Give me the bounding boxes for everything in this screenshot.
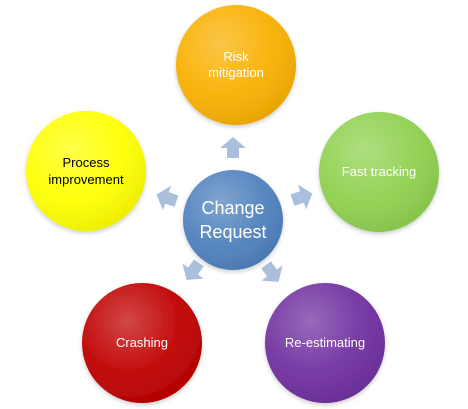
label-process-improvement-line1: Process (63, 155, 110, 170)
node-process-improvement: Process improvement (26, 111, 146, 231)
label-risk-mitigation-line1: Risk (223, 49, 249, 64)
arrow-to-fast-tracking (290, 184, 313, 210)
label-re-estimating: Re-estimating (285, 335, 365, 350)
label-fast-tracking: Fast tracking (342, 164, 416, 179)
arrow-to-re-estimating (261, 261, 283, 282)
arrow-to-crashing (182, 259, 204, 280)
node-crashing: Crashing (82, 283, 202, 403)
arrow-to-process-improvement (156, 185, 179, 211)
node-re-estimating: Re-estimating (265, 283, 385, 403)
label-process-improvement-line2: improvement (48, 172, 124, 187)
center-label-line2: Request (199, 222, 266, 242)
node-fast-tracking: Fast tracking (319, 112, 439, 232)
node-risk-mitigation: Risk mitigation (176, 5, 296, 125)
connector-arrows (156, 137, 313, 282)
center-node: Change Request (183, 170, 283, 270)
label-crashing: Crashing (116, 335, 168, 350)
arrow-to-risk-mitigation (220, 137, 246, 158)
label-risk-mitigation-line2: mitigation (208, 65, 264, 80)
center-label-line1: Change (201, 198, 264, 218)
